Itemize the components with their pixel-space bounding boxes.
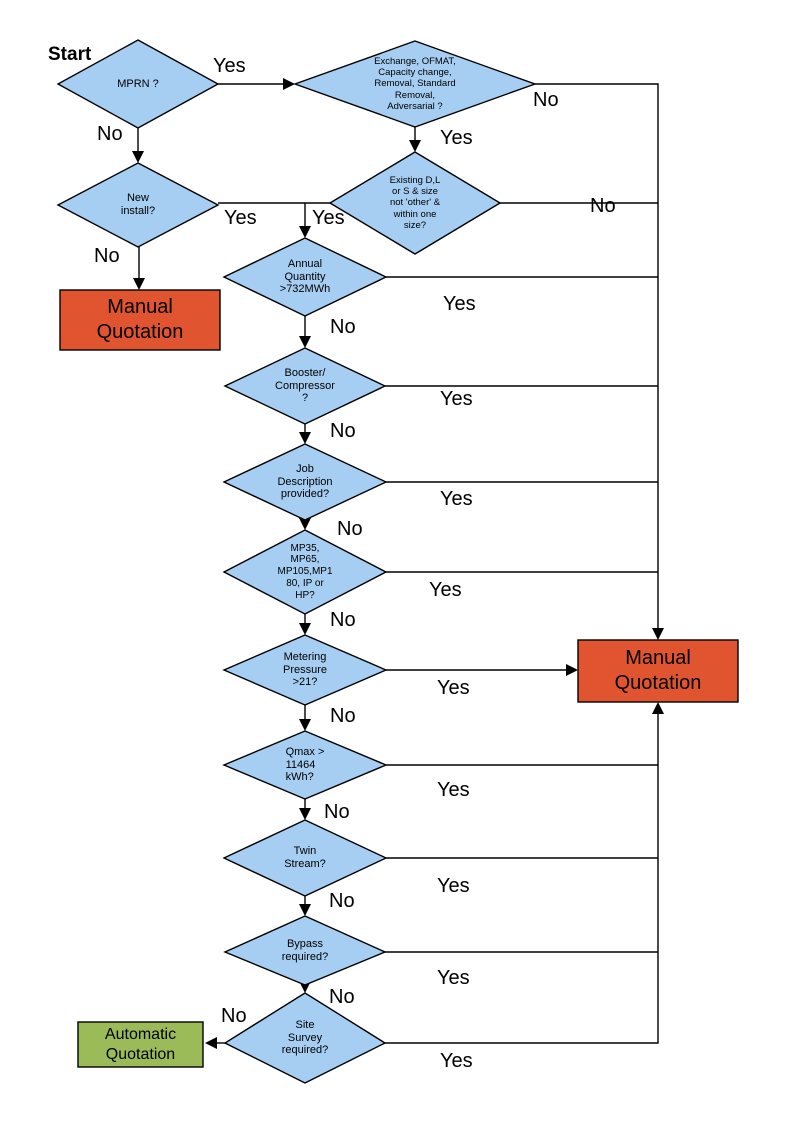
edge-label-exchange-yes: Yes (440, 127, 473, 149)
edge-label-bypass-yes: Yes (437, 967, 470, 989)
decision-job-description-label: Job Description provided? (277, 462, 333, 501)
decision-metering-pressure-shape (222, 634, 388, 706)
decision-metering-pressure-label: Metering Pressure >21? (282, 650, 328, 689)
terminal-manual-quotation-right: Manual Quotation (578, 640, 738, 702)
decision-meter-type-label: MP35, MP65, MP105,MP1 80, IP or HP? (277, 542, 333, 601)
decision-site-survey: Site Survey required? (225, 993, 385, 1083)
decision-mprn-shape (56, 39, 220, 129)
edge-label-booster-yes: Yes (440, 388, 473, 410)
edge-label-site-survey-yes: Yes (440, 1050, 473, 1072)
decision-new-install-shape (56, 162, 220, 248)
decision-exchange-shape (292, 40, 538, 128)
edge-label-twin-yes: Yes (437, 875, 470, 897)
arrow-into-existing (409, 140, 421, 152)
decision-job-description-shape (222, 443, 388, 521)
edge-label-annual-no: No (330, 316, 356, 338)
arrow-into-booster (299, 336, 311, 348)
terminal-automatic-label: Automatic Quotation (104, 1025, 177, 1063)
edge-label-bypass-no: No (329, 986, 355, 1008)
arrow-into-manual-left (133, 278, 145, 290)
decision-bypass: Bypass required? (225, 916, 385, 985)
decision-bypass-shape (223, 915, 387, 986)
arrow-into-twin (299, 808, 311, 820)
decision-job-description: Job Description provided? (224, 444, 386, 520)
edge-label-new-install-no: No (94, 245, 120, 267)
edge-label-exchange-no: No (533, 89, 559, 111)
decision-existing-size-label: Existing D,L or S & size not 'other' & w… (389, 174, 441, 231)
edge-label-metering-pressure-yes: Yes (437, 677, 470, 699)
terminal-manual-right-label: Manual Quotation (614, 647, 702, 694)
decision-meter-type-shape (222, 529, 388, 615)
edge-label-site-survey-no: No (221, 1005, 247, 1027)
arrow-into-meter-type (299, 518, 311, 530)
decision-new-install: New install? (58, 163, 218, 247)
edge-exchange-no (535, 83, 659, 628)
edge-lines (137, 83, 659, 1044)
decision-metering-pressure: Metering Pressure >21? (224, 635, 386, 705)
arrowheads (132, 78, 664, 1049)
decision-site-survey-shape (223, 992, 387, 1084)
terminal-manual-left-label: Manual Quotation (96, 296, 184, 343)
arrow-into-automatic (205, 1037, 217, 1049)
terminal-manual-left-shape (59, 289, 221, 351)
arrow-into-qmax (299, 719, 311, 731)
decision-exchange: Exchange, OFMAT, Capacity change, Remova… (295, 41, 535, 127)
edge-label-booster-no: No (330, 420, 356, 442)
edge-label-qmax-yes: Yes (437, 779, 470, 801)
edge-label-new-install-yes: Yes (224, 207, 257, 229)
decision-qmax-label: Qmax > 11464 kWh? (285, 745, 325, 784)
arrow-into-job (299, 432, 311, 444)
arrow-into-exchange (283, 78, 295, 90)
edge-label-annual-yes: Yes (443, 293, 476, 315)
edge-label-meter-type-yes: Yes (429, 579, 462, 601)
edge-label-existing-yes: Yes (312, 207, 345, 229)
decision-meter-type: MP35, MP65, MP105,MP1 80, IP or HP? (224, 530, 386, 614)
decision-mprn-label: MPRN ? (117, 77, 159, 90)
decision-bypass-label: Bypass required? (281, 937, 329, 963)
decision-booster-shape (223, 347, 387, 425)
decision-exchange-label: Exchange, OFMAT, Capacity change, Remova… (374, 55, 456, 112)
decision-annual-quantity-label: Annual Quantity >732MWh (279, 257, 331, 296)
terminal-manual-right-shape (577, 639, 739, 703)
decision-booster-label: Booster/ Compressor ? (275, 366, 335, 405)
decision-twin-stream-label: Twin Stream? (284, 845, 326, 870)
decision-qmax: Qmax > 11464 kWh? (224, 731, 386, 799)
edge-label-mprn-no: No (97, 123, 123, 145)
decision-twin-stream-shape (222, 819, 388, 897)
arrow-into-manual-right-left (566, 664, 578, 676)
decision-existing-size-shape (328, 151, 502, 255)
terminal-automatic-shape (77, 1021, 204, 1068)
arrow-into-manual-right-bottom (652, 702, 664, 714)
arrow-into-metering-pressure (299, 623, 311, 635)
arrow-into-manual-right-top (652, 628, 664, 640)
decision-mprn: MPRN ? (58, 40, 218, 128)
edge-site-survey-yes (385, 714, 659, 1044)
arrow-into-new-install (132, 151, 144, 163)
decision-annual-quantity-shape (222, 237, 388, 317)
start-label: Start (48, 44, 92, 65)
decision-qmax-shape (222, 730, 388, 800)
decision-new-install-label: New install? (120, 192, 156, 217)
terminal-manual-quotation-left: Manual Quotation (60, 290, 220, 350)
node-shapes (56, 39, 739, 1084)
decision-existing-size: Existing D,L or S & size not 'other' & w… (330, 152, 500, 254)
terminal-automatic-quotation: Automatic Quotation (78, 1022, 203, 1067)
decision-site-survey-label: Site Survey required? (281, 1018, 329, 1057)
edge-label-job-yes: Yes (440, 488, 473, 510)
edge-label-twin-no: No (329, 890, 355, 912)
arrow-into-annual (299, 226, 311, 238)
decision-annual-quantity: Annual Quantity >732MWh (224, 238, 386, 316)
edge-label-qmax-no: No (324, 801, 350, 823)
edge-label-mprn-yes: Yes (213, 55, 246, 77)
arrow-into-bypass (299, 904, 311, 916)
edge-label-existing-no: No (590, 195, 616, 217)
decision-twin-stream: Twin Stream? (224, 820, 386, 896)
edge-label-metering-pressure-no: No (330, 705, 356, 727)
decision-booster: Booster/ Compressor ? (225, 348, 385, 424)
edge-label-meter-type-no: No (330, 609, 356, 631)
edge-label-job-no: No (337, 518, 363, 540)
